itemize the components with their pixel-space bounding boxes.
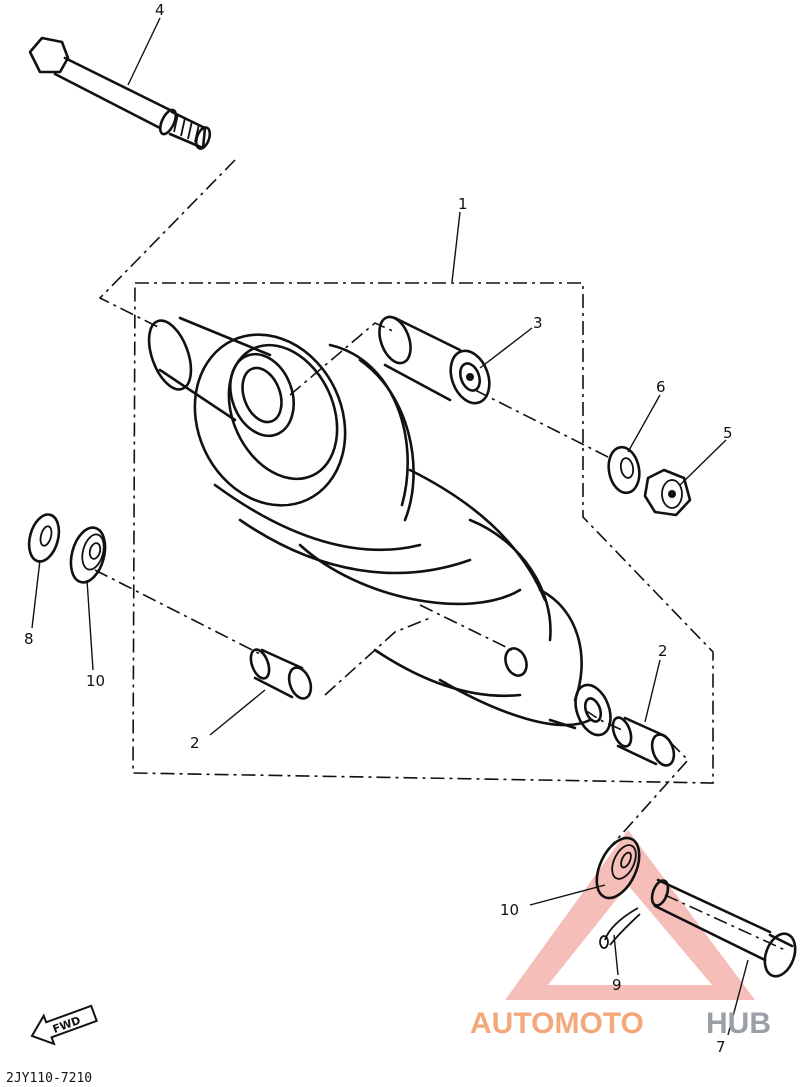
callout-4: 4	[155, 1, 165, 19]
callout-8: 8	[24, 630, 34, 648]
warning-triangle-icon	[505, 830, 755, 1000]
left-washer	[27, 513, 61, 563]
callout-2-right: 2	[658, 642, 668, 660]
collar-left	[249, 648, 313, 700]
upper-bushing	[378, 315, 491, 405]
plain-washer	[607, 445, 641, 495]
callout-10-left: 10	[86, 672, 105, 690]
callout-6: 6	[656, 378, 666, 396]
collar-right	[611, 716, 676, 767]
callout-10-right: 10	[500, 901, 519, 919]
diagram-code: 2JY110-7210	[6, 1071, 92, 1086]
watermark-text-automoto: AUTOMOTO	[470, 1007, 644, 1040]
upper-mounting-bolt	[28, 36, 212, 150]
fwd-arrow-icon: FWD	[30, 1004, 98, 1046]
callout-2-left: 2	[190, 734, 200, 752]
callout-1: 1	[458, 195, 468, 213]
cotter-pin	[599, 907, 641, 949]
callout-5: 5	[723, 424, 733, 442]
self-locking-nut	[643, 468, 692, 517]
alignment-lines	[94, 159, 786, 951]
shock-absorber	[147, 316, 612, 737]
assembly-boundary	[132, 282, 714, 784]
lower-mounting-bolt	[650, 878, 797, 978]
callout-leaders	[31, 17, 749, 1036]
callout-9: 9	[612, 976, 622, 994]
callout-3: 3	[533, 314, 543, 332]
watermark-text-hub: HUB	[706, 1007, 771, 1040]
right-thrust-washer	[595, 836, 641, 900]
left-thrust-washer	[69, 526, 107, 584]
callout-7: 7	[716, 1038, 726, 1056]
